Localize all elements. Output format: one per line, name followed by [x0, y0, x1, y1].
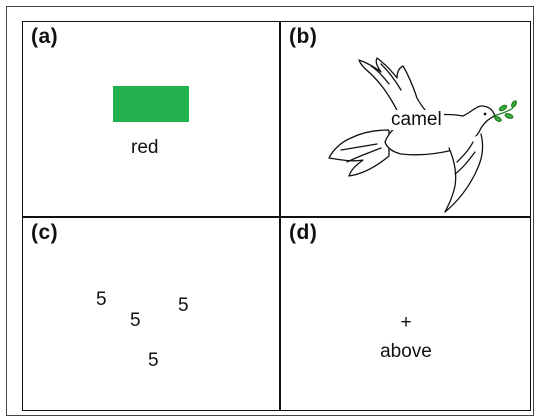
- digit-2: 5: [130, 310, 141, 331]
- panel-c: (c) 5 5 5 5: [23, 218, 279, 412]
- panel-a-label: (a): [31, 25, 59, 48]
- panel-d-label: (d): [289, 221, 318, 244]
- green-color-swatch: [113, 86, 189, 122]
- digit-4: 5: [148, 350, 159, 371]
- grid-horizontal-divider: [23, 216, 530, 218]
- panel-c-label: (c): [31, 221, 59, 244]
- panel-d-word: above: [380, 341, 432, 362]
- panel-b: (b): [281, 22, 531, 216]
- panel-b-label: (b): [289, 25, 318, 48]
- panel-a: (a) red: [23, 22, 279, 216]
- digit-1: 5: [96, 289, 107, 310]
- digit-3: 5: [178, 295, 189, 316]
- panel-d: (d) + above: [281, 218, 531, 412]
- panel-grid: (a) red (b): [22, 21, 531, 411]
- panel-b-word: camel: [389, 109, 444, 130]
- fixation-cross: +: [400, 312, 412, 333]
- panel-a-word: red: [131, 137, 159, 158]
- dove-icon: [328, 57, 517, 213]
